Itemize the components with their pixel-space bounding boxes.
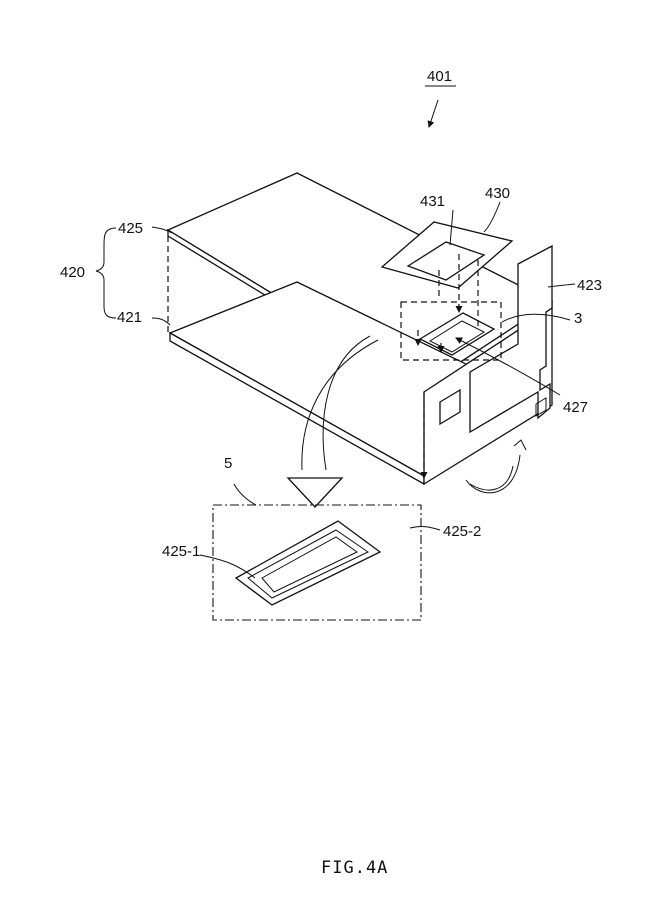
- label-425-1: 425-1: [162, 543, 200, 560]
- detail-arrow: [286, 335, 379, 508]
- opening-inner: [428, 320, 486, 353]
- leader-421: [151, 317, 171, 326]
- leader-3: [501, 313, 571, 323]
- flexible-board-423: [469, 244, 553, 434]
- leader-423: [547, 283, 576, 288]
- label-5-leader: [233, 483, 257, 506]
- side-wall-window: [439, 388, 461, 426]
- label-425-2: 425-2: [443, 523, 481, 540]
- label-420: 420: [60, 264, 85, 281]
- detail-arrow-head: [286, 477, 344, 508]
- detail-view-5: [212, 483, 422, 621]
- rotate-arrow-inner: [469, 465, 514, 491]
- detail-arrow-curve-2: [322, 335, 371, 471]
- detail-box-3: [400, 301, 502, 361]
- label-421: 421: [117, 309, 142, 326]
- leader-425-1: [199, 554, 256, 579]
- flexible-board-connector: [535, 397, 547, 417]
- leader-430: [483, 201, 501, 233]
- label-401: 401: [427, 68, 452, 85]
- detail-recess-inner: [261, 536, 358, 593]
- label-427: 427: [563, 399, 588, 416]
- label-401-arrow: [427, 99, 439, 128]
- leader-425: [151, 226, 173, 234]
- label-423: 423: [577, 277, 602, 294]
- component-430: [380, 221, 514, 353]
- detail-recess-outer: [234, 520, 382, 606]
- brace-420: [95, 227, 117, 319]
- reference-401: 401: [425, 68, 456, 128]
- rotate-arrow: [465, 439, 527, 494]
- label-430: 430: [485, 185, 510, 202]
- figure-caption: FIG.4A: [321, 858, 388, 878]
- detail-arrow-curve-1: [301, 339, 379, 471]
- label-425: 425: [118, 220, 143, 237]
- label-5: 5: [224, 455, 232, 472]
- label-431: 431: [420, 193, 445, 210]
- flexible-board-outline: [469, 244, 553, 434]
- component-431-window: [406, 241, 486, 281]
- leader-427: [455, 337, 561, 396]
- detail-recess-mid: [247, 529, 369, 599]
- leader-425-2: [409, 526, 441, 531]
- detail-view-5-border: [212, 504, 422, 621]
- leader-431: [449, 209, 454, 246]
- label-3: 3: [574, 310, 582, 327]
